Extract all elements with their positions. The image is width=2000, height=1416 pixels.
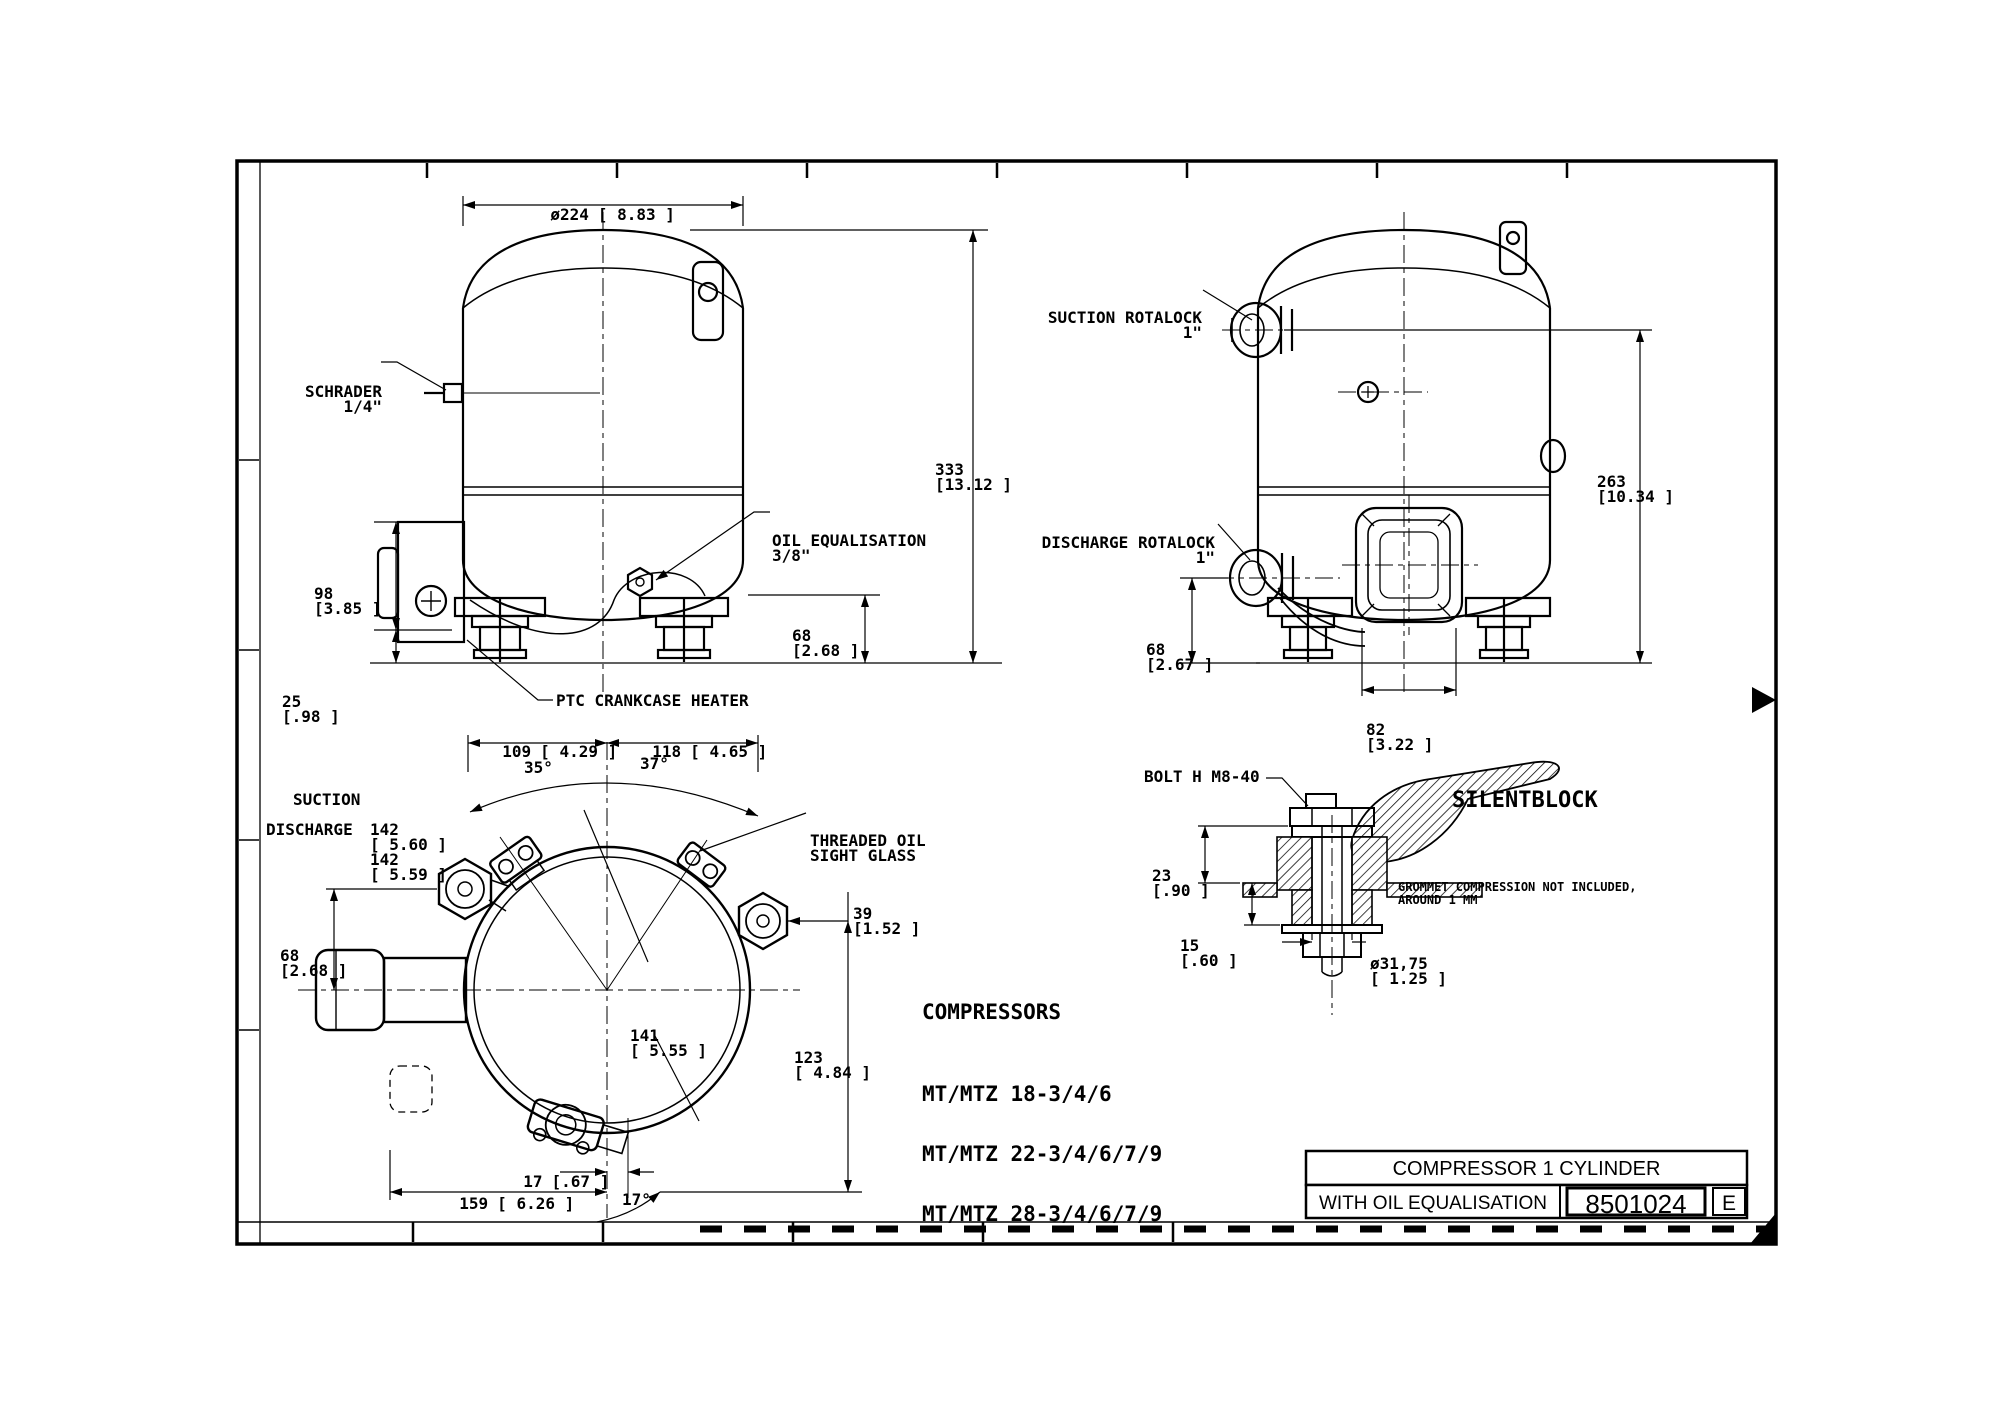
dim-68-top: 68[2.68 ] [280,946,348,980]
dim-68-side: 68[2.67 ] [1146,640,1214,674]
label-discharge: DISCHARGE [266,820,353,839]
dim-159: 159[ 6.26 ] [459,1194,575,1213]
dim-suction-142: 142[ 5.60 ] [370,820,448,854]
label-ptc-crankcase-heater: PTC CRANKCASE HEATER [556,691,749,710]
title-block-revision: E [1721,1192,1736,1215]
dim-98: 98[3.85 ] [314,584,382,618]
side-view-dimension-lines [1180,289,1652,696]
sheet-frame [235,159,1778,1246]
silentblock-linework [1242,760,1560,977]
label-bolt: BOLT H M8-40 [1144,767,1260,786]
angle-17: 17° [622,1190,651,1209]
side-view-linework [1228,220,1567,662]
dim-333: 333[13.12 ] [935,460,1013,494]
dim-25: 25[.98 ] [282,692,340,726]
dim-15: 15[.60 ] [1180,936,1238,970]
dim-diameter-224: ø224[ 8.83 ] [550,205,675,224]
front-view-dimension-lines [370,196,1002,701]
note-grommet: GROMMET COMPRESSION NOT INCLUDED,AROUND … [1398,880,1637,907]
title-block-frame [1304,1149,1776,1244]
dim-141: 141[ 5.55 ] [630,1026,708,1060]
front-view-linework [376,228,745,662]
title-block-line2: WITH OIL EQUALISATION [1318,1193,1548,1214]
silentblock-dimension-lines [1198,777,1366,946]
model-item: MT/MTZ 22-3/4/6/7/9 [922,1142,1163,1166]
title-block-line1: COMPRESSOR 1 CYLINDER [1392,1158,1661,1180]
compressors-title: COMPRESSORS [922,1000,1062,1024]
label-suction: SUCTION [293,790,361,809]
dim-109: 109[ 4.29 ] [502,742,618,761]
dim-263: 263[10.34 ] [1597,472,1675,506]
dim-82: 82[3.22 ] [1366,720,1434,754]
dim-discharge-142: 142[ 5.59 ] [370,850,448,884]
dim-123: 123[ 4.84 ] [794,1048,872,1082]
top-view-linework [314,835,789,1155]
dim-23: 23[.90 ] [1152,866,1210,900]
dim-17: 17[.67 ] [523,1172,610,1191]
angle-37: 37° [640,754,669,773]
title-block-doc-number: 8501024 [1585,1189,1687,1219]
model-item: MT/MTZ 28-3/4/6/7/9 [922,1202,1163,1226]
dim-39: 39[1.52 ] [853,904,921,938]
top-view-dimension-lines [326,735,862,1223]
centerlines [298,212,1478,1218]
dim-118: 118[ 4.65 ] [652,742,768,761]
label-silentblock: SILENTBLOCK [1452,788,1598,813]
compressors-model-list: MT/MTZ 18-3/4/6 MT/MTZ 22-3/4/6/7/9 MT/M… [922,1044,1162,1244]
model-item: MT/MTZ 18-3/4/6 [922,1082,1112,1106]
angle-35: 35° [524,758,553,777]
dim-68-front: 68[2.68 ] [792,626,860,660]
dim-diameter-31-75: ø31,75[ 1.25 ] [1370,954,1448,988]
